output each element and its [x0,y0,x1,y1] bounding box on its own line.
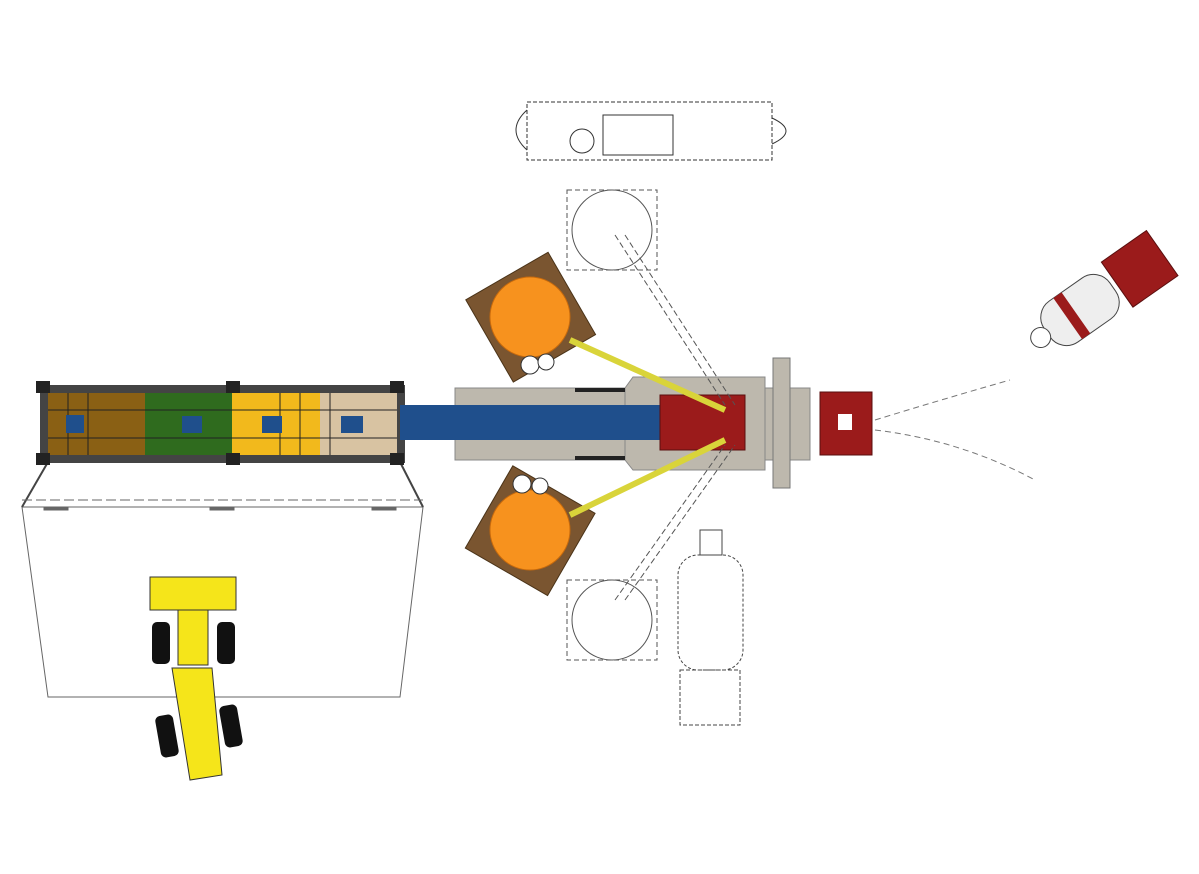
mixer-truck-parked [677,529,744,726]
mixer-truck-approach [1030,229,1179,349]
silo-bottom [464,465,596,597]
auxiliary-units [566,189,736,661]
cab-window [838,414,852,430]
main-belt [400,405,665,440]
feeder-conveyor [36,381,405,465]
silo-top [465,251,597,383]
control-trailer [515,101,787,161]
wheel-loader [149,576,243,781]
stockpile-area [21,461,424,698]
engine-block [659,394,746,451]
truck-path [874,379,1036,481]
inclined-conveyors [568,337,727,518]
